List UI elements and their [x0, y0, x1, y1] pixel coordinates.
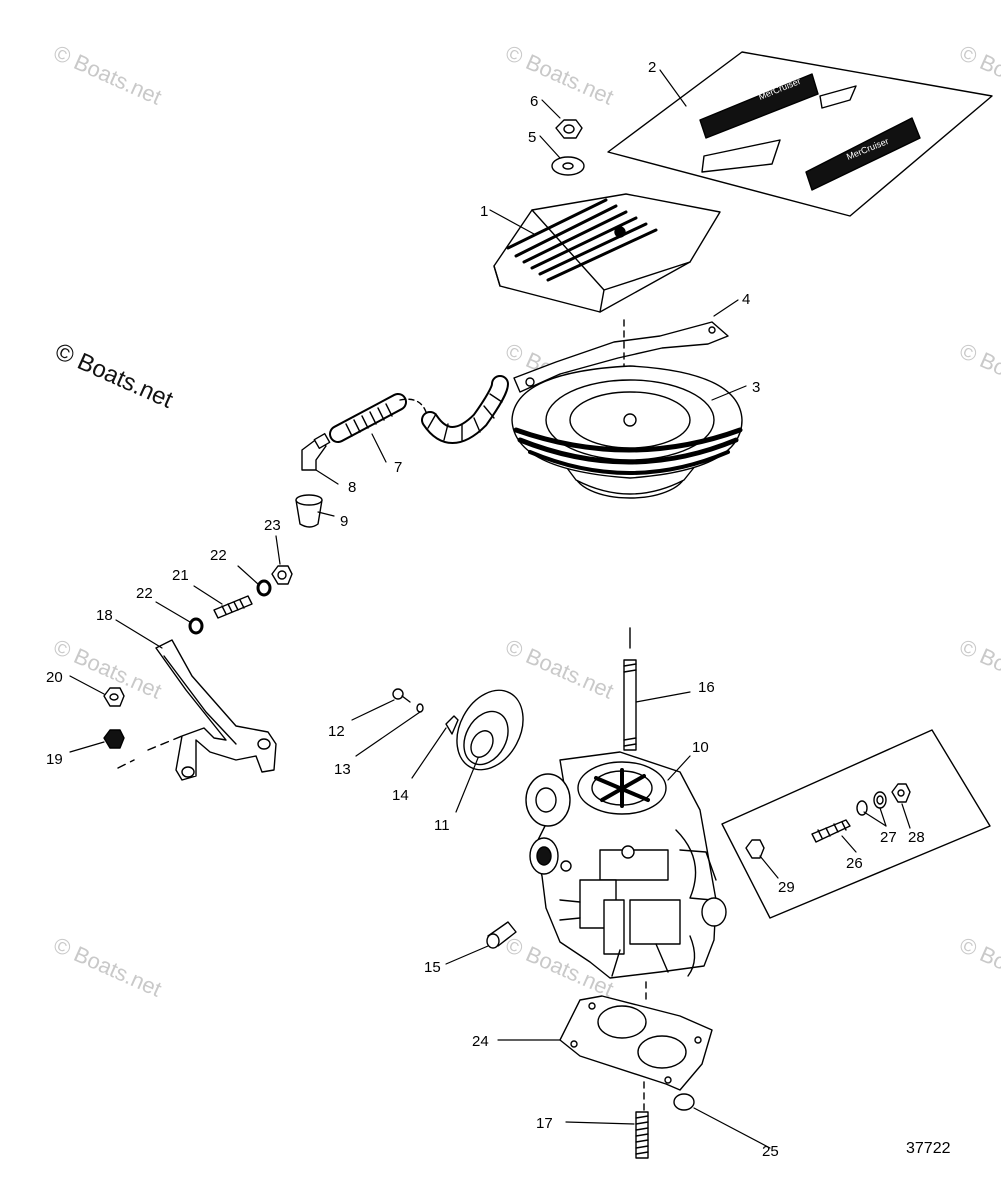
nut-part-6 — [555, 119, 583, 139]
callout-3: 3 — [752, 379, 760, 396]
clip-part-14 — [445, 715, 459, 735]
plug-part-25 — [673, 1093, 695, 1111]
elbow-fitting — [301, 432, 331, 471]
callout-6: 6 — [530, 93, 538, 110]
callout-26: 26 — [846, 855, 863, 872]
callout-8: 8 — [348, 479, 356, 496]
vent-hose — [329, 375, 509, 444]
nut-part-23 — [271, 565, 293, 585]
leader-lines — [69, 69, 911, 1149]
callout-22-upper: 22 — [210, 547, 227, 564]
plug-part-15 — [486, 921, 517, 949]
callout-25: 25 — [762, 1143, 779, 1160]
stud-part-21 — [213, 595, 253, 619]
callout-19: 19 — [46, 751, 63, 768]
inset-hardware-panel — [721, 729, 991, 919]
carb-gasket — [559, 981, 713, 1111]
choke-pull-off — [456, 689, 524, 771]
callout-14: 14 — [392, 787, 409, 804]
callout-20: 20 — [46, 669, 63, 686]
callout-13: 13 — [334, 761, 351, 778]
lock-washer-upper — [256, 579, 272, 597]
lock-washer-lower — [188, 617, 204, 635]
callout-1: 1 — [480, 203, 488, 220]
callout-17: 17 — [536, 1115, 553, 1132]
callout-10: 10 — [692, 739, 709, 756]
callout-23: 23 — [264, 517, 281, 534]
washer-part-13 — [416, 703, 424, 713]
callout-27: 27 — [880, 829, 897, 846]
callout-2: 2 — [648, 59, 656, 76]
nut-part-19 — [103, 729, 125, 749]
callout-16: 16 — [698, 679, 715, 696]
callout-22-lower: 22 — [136, 585, 153, 602]
callout-24: 24 — [472, 1033, 489, 1050]
callout-11: 11 — [434, 817, 450, 834]
callout-15: 15 — [424, 959, 441, 976]
decal-sheet: MerCruiser MerCruiser — [607, 51, 993, 217]
flame-arrestor — [511, 365, 743, 499]
callout-5: 5 — [528, 129, 536, 146]
callout-29: 29 — [778, 879, 795, 896]
callout-9: 9 — [340, 513, 348, 530]
callout-21: 21 — [172, 567, 189, 584]
carburetor — [525, 751, 727, 979]
callout-labels: 1 2 3 4 5 6 7 8 9 10 11 12 13 14 15 16 1… — [46, 59, 925, 1160]
stud-part-17 — [635, 1111, 649, 1159]
washer-part-5 — [551, 156, 585, 176]
callout-28: 28 — [908, 829, 925, 846]
callout-18: 18 — [96, 607, 113, 624]
callout-7: 7 — [394, 459, 402, 476]
nut-part-20 — [103, 687, 125, 707]
screw-part-12 — [392, 688, 411, 703]
callout-4: 4 — [742, 291, 750, 308]
grommet — [295, 494, 323, 528]
throttle-bracket — [117, 639, 277, 781]
flame-arrestor-cover — [493, 193, 721, 313]
callout-12: 12 — [328, 723, 345, 740]
stud-part-16 — [623, 627, 637, 751]
figure-number: 37722 — [906, 1140, 951, 1157]
